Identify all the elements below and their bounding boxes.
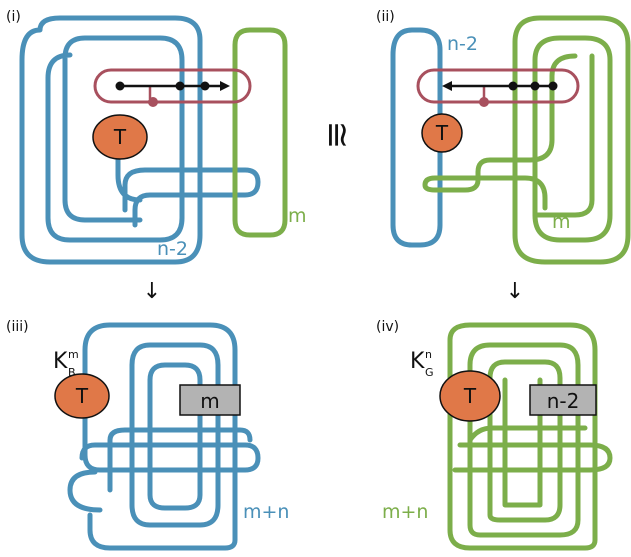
knot-T — [439, 370, 501, 422]
k-subscript: B — [68, 366, 76, 379]
knot-T — [92, 114, 148, 160]
green-strand-inner — [487, 359, 563, 523]
maroon-dot — [479, 97, 489, 107]
blue-strand-outer — [19, 15, 203, 265]
panel-iv: (iv) K n G n-2 T m+n — [376, 319, 613, 551]
green-strand-inner — [532, 53, 595, 218]
k-main: K — [410, 349, 425, 374]
green-strand-loop — [422, 53, 578, 211]
box-n-2-label: n-2 — [547, 389, 580, 413]
green-strand — [232, 27, 288, 238]
blue-strand-outer — [87, 322, 238, 551]
black-arrow-head — [442, 81, 452, 91]
green-strand-label: m — [552, 211, 571, 233]
green-strand-label: m — [288, 205, 307, 227]
black-arrow-head — [220, 81, 230, 91]
blue-strand-left-loop — [67, 469, 103, 513]
panel-ii-label: (ii) — [376, 9, 395, 25]
blue-strand-middle — [129, 342, 221, 528]
green-strand-horizontal-1 — [452, 442, 613, 473]
node-dot-1 — [508, 81, 518, 91]
blue-strand-knot — [115, 147, 143, 203]
green-strand-middle — [532, 35, 613, 243]
k-superscript: n — [425, 348, 432, 361]
panel-iv-label: (iv) — [376, 319, 399, 335]
node-dot-3 — [548, 81, 558, 91]
node-dot-2 — [175, 81, 185, 91]
panel-iii: (iii) K m B m T m+n — [6, 319, 289, 551]
blue-strand — [390, 27, 443, 248]
blue-strand-label: n-2 — [157, 238, 188, 260]
box-m-label: m — [200, 389, 219, 413]
green-strand-middle — [467, 342, 581, 538]
maroon-band — [93, 68, 252, 104]
strand-label: m+n — [243, 501, 289, 523]
knot-T — [421, 113, 463, 153]
k-subscript: G — [425, 366, 434, 379]
k-main: K — [53, 349, 68, 374]
node-dot-3 — [200, 81, 210, 91]
blue-strand-inner — [147, 362, 203, 511]
knot-T — [54, 373, 110, 419]
equivalence-symbol: ≅ — [317, 121, 357, 150]
blue-strand-horizontal-1 — [79, 322, 261, 473]
green-strand-outer — [447, 322, 598, 551]
blue-strand-loop — [122, 167, 261, 228]
panel-i: (i) T n-2 m — [6, 9, 307, 265]
panel-iii-label: (iii) — [6, 319, 29, 335]
blue-strand-label: n-2 — [447, 33, 478, 55]
box-m — [179, 384, 241, 416]
green-strand-horizontal-2 — [467, 425, 588, 443]
blue-strand-horizontal-2 — [107, 427, 253, 493]
k-superscript: m — [68, 348, 79, 361]
panel-ii: (ii) T n-2 m — [376, 9, 631, 265]
blue-strand-middle — [45, 35, 185, 243]
maroon-band — [416, 68, 580, 104]
panel-i-label: (i) — [6, 9, 21, 25]
strand-label: m+n — [382, 501, 428, 523]
green-strand-outer — [512, 15, 631, 265]
knot-T-label: T — [463, 384, 477, 408]
knot-T-label: T — [75, 384, 89, 408]
node-dot-1 — [115, 81, 125, 91]
down-arrow-left: ↓ — [143, 279, 161, 304]
down-arrow-right: ↓ — [506, 279, 524, 304]
box-n-2 — [529, 384, 597, 416]
knot-T-label: T — [435, 121, 449, 145]
node-dot-2 — [530, 81, 540, 91]
maroon-dot — [148, 97, 158, 107]
knot-T-label: T — [113, 125, 127, 149]
